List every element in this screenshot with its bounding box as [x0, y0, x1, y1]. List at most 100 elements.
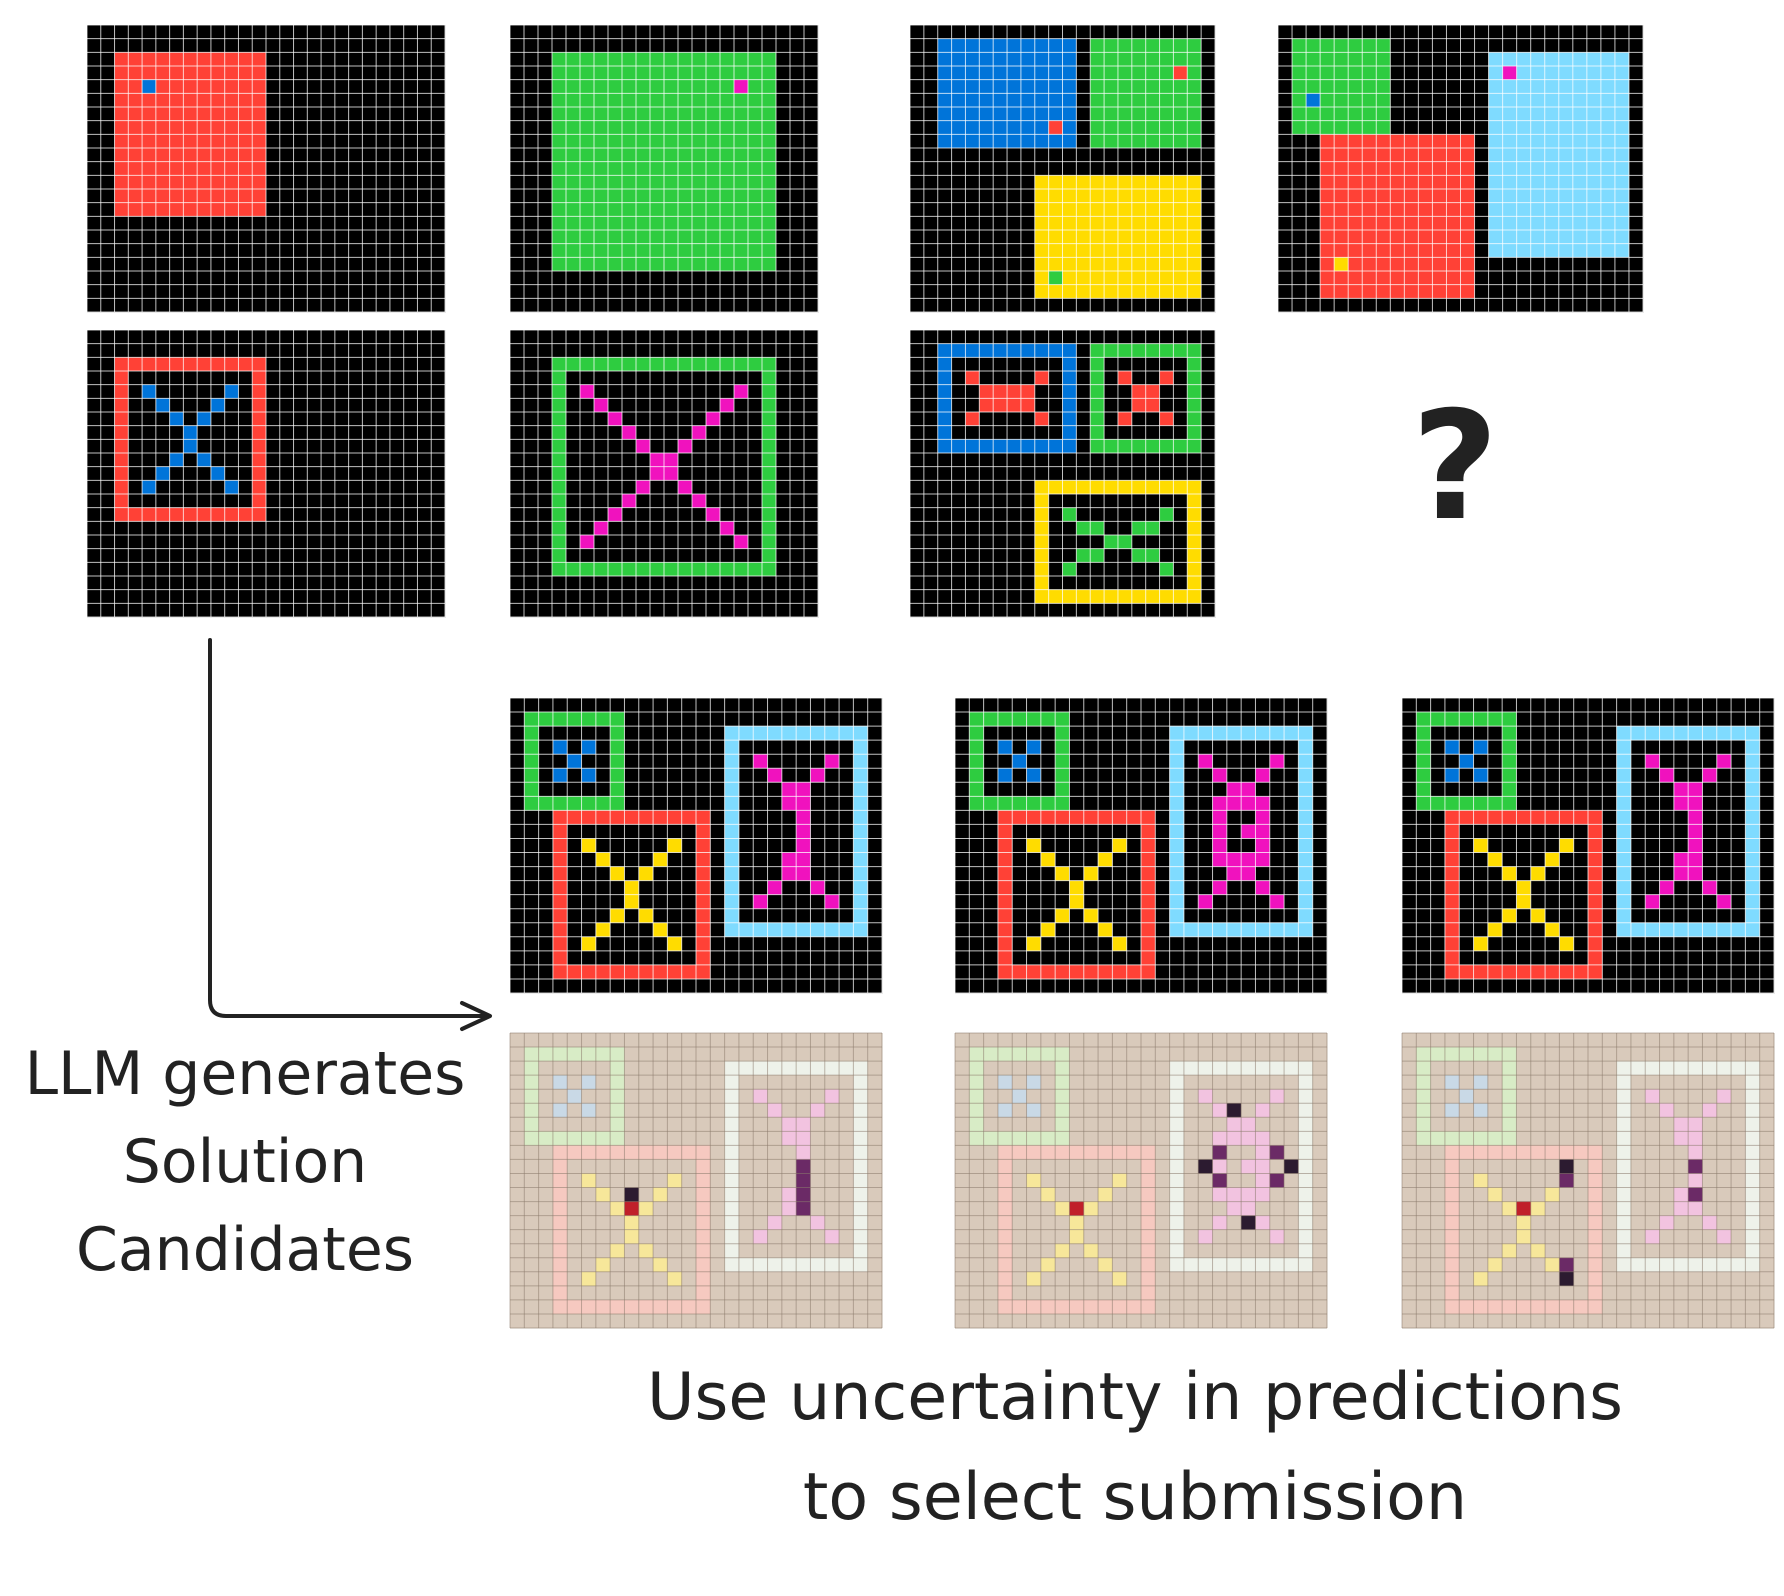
grid-cell	[510, 243, 525, 258]
grid-cell	[1131, 107, 1146, 121]
grid-cell	[867, 1243, 883, 1259]
grid-cell	[710, 796, 725, 811]
grid-cell	[965, 107, 980, 121]
grid-cell	[706, 384, 721, 399]
grid-cell	[1159, 284, 1174, 299]
grid-cell	[183, 521, 198, 536]
grid-cell	[1376, 148, 1391, 162]
grid-cell	[417, 52, 432, 67]
grid-cell	[678, 453, 693, 467]
grid-cell	[238, 371, 253, 385]
grid-cell	[678, 230, 693, 244]
grid-cell	[279, 189, 294, 203]
grid-cell	[566, 271, 581, 285]
grid-cell	[839, 824, 854, 839]
grid-cell	[1460, 216, 1475, 231]
grid-cell	[1600, 66, 1616, 80]
grid-cell	[853, 1187, 868, 1202]
grid-cell	[1600, 202, 1616, 217]
grid-cell	[266, 38, 281, 53]
grid-cell	[1201, 79, 1216, 94]
grid-cell	[128, 202, 143, 217]
grid-cell	[636, 161, 651, 176]
grid-cell	[197, 25, 212, 39]
grid-cell	[279, 480, 294, 495]
grid-cell	[510, 384, 525, 399]
grid-cell	[376, 134, 391, 149]
grid-cell	[224, 257, 239, 272]
grid-cell	[710, 922, 725, 938]
grid-cell	[1198, 824, 1213, 839]
grid-cell	[678, 330, 693, 344]
grid-cell	[951, 576, 966, 590]
grid-cell	[796, 908, 811, 924]
grid-cell	[321, 521, 336, 536]
grid-cell	[810, 1131, 826, 1146]
grid-cell	[1145, 175, 1160, 190]
grid-cell	[1090, 371, 1105, 385]
grid-cell	[1090, 134, 1105, 149]
grid-cell	[1544, 189, 1560, 203]
grid-cell	[403, 494, 418, 508]
grid-cell	[681, 852, 697, 867]
grid-cell	[362, 330, 377, 344]
grid-cell	[169, 107, 184, 121]
grid-cell	[417, 243, 432, 258]
grid-cell	[1090, 562, 1105, 577]
grid-cell	[538, 298, 553, 313]
grid-cell	[321, 257, 336, 272]
grid-cell	[965, 453, 980, 467]
grid-cell	[983, 782, 999, 797]
grid-cell	[552, 453, 567, 467]
grid-cell	[762, 371, 777, 385]
grid-cell	[197, 38, 212, 53]
grid-cell	[664, 298, 679, 313]
grid-cell	[1187, 371, 1202, 385]
grid-cell	[524, 838, 539, 853]
grid-cell	[169, 298, 184, 313]
grid-cell	[1090, 161, 1105, 176]
grid-cell	[664, 25, 679, 39]
grid-cell	[1558, 120, 1574, 135]
grid-cell	[210, 38, 225, 53]
grid-cell	[767, 768, 783, 783]
grid-cell	[210, 466, 225, 481]
grid-cell	[580, 466, 595, 481]
grid-cell	[951, 298, 966, 313]
grid-cell	[417, 25, 432, 39]
grid-cell	[653, 894, 668, 910]
grid-cell	[417, 148, 432, 162]
grid-cell	[753, 1215, 768, 1230]
grid-cell	[738, 950, 754, 966]
grid-cell	[720, 202, 735, 217]
grid-cell	[753, 1159, 768, 1174]
grid-cell	[636, 134, 651, 149]
grid-cell	[1284, 894, 1299, 910]
grid-cell	[1278, 25, 1293, 39]
grid-cell	[776, 507, 791, 522]
grid-cell	[1187, 494, 1202, 508]
grid-cell	[1034, 189, 1049, 203]
grid-cell	[538, 810, 554, 825]
grid-cell	[1201, 175, 1216, 190]
grid-cell	[266, 343, 281, 358]
grid-cell	[781, 1271, 797, 1287]
grid-cell	[979, 230, 994, 244]
grid-cell	[538, 466, 553, 481]
grid-cell	[993, 284, 1008, 299]
grid-cell	[1062, 284, 1077, 299]
grid-cell	[552, 866, 568, 881]
grid-cell	[1278, 120, 1293, 135]
grid-cell	[738, 768, 754, 783]
grid-cell	[965, 38, 980, 53]
grid-cell	[790, 466, 805, 481]
grid-cell	[376, 576, 391, 590]
grid-cell	[197, 79, 212, 94]
grid-cell	[538, 824, 554, 839]
grid-cell	[362, 134, 377, 149]
grid-cell	[610, 712, 625, 727]
grid-cell	[748, 175, 763, 190]
grid-cell	[266, 79, 281, 94]
grid-cell	[624, 1201, 640, 1216]
grid-cell	[993, 257, 1008, 272]
